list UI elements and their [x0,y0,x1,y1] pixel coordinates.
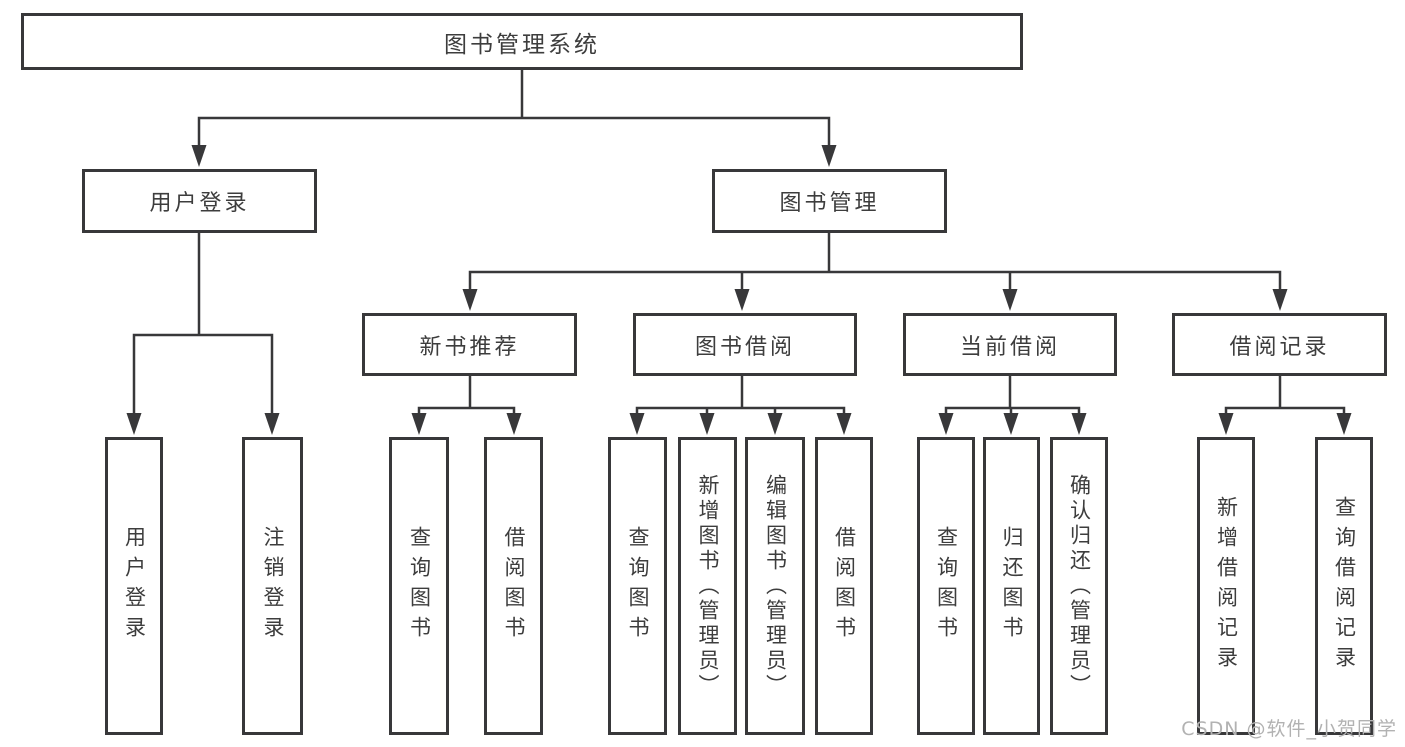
edge-book-mgmt-children [462,233,1288,311]
node-leaf-query-book-c: 查询图书 [917,437,975,735]
node-leaf-query-book-b: 查询图书 [608,437,667,735]
node-leaf-user-login: 用户登录 [105,437,163,735]
node-user-login: 用户登录 [82,169,317,233]
node-leaf-add-record: 新增借阅记录 [1197,437,1255,735]
node-leaf-query-record: 查询借阅记录 [1315,437,1373,735]
node-book-mgmt: 图书管理 [712,169,947,233]
node-leaf-add-book: 新增图书（管理员） [678,437,737,735]
edge-borrow-record-children [1218,376,1352,435]
node-leaf-confirm-return: 确认归还（管理员） [1050,437,1108,735]
node-leaf-borrow-book-a: 借阅图书 [484,437,543,735]
node-root: 图书管理系统 [21,13,1023,70]
node-new-book-rec: 新书推荐 [362,313,577,376]
node-current-borrow: 当前借阅 [903,313,1117,376]
edge-book-borrow-children [629,376,852,435]
edge-new-book-rec-children [411,376,522,435]
node-leaf-return-book: 归还图书 [983,437,1040,735]
node-leaf-logout: 注销登录 [242,437,303,735]
node-leaf-borrow-book-b: 借阅图书 [815,437,873,735]
edge-current-borrow-children [938,376,1087,435]
edge-root-to-level2 [191,69,837,167]
node-borrow-record: 借阅记录 [1172,313,1387,376]
csdn-watermark: CSDN @软件_小贺同学 [1181,718,1397,740]
edge-user-login-children [126,233,280,435]
node-book-borrow: 图书借阅 [633,313,857,376]
node-leaf-query-book-a: 查询图书 [389,437,449,735]
node-leaf-edit-book: 编辑图书（管理员） [745,437,805,735]
